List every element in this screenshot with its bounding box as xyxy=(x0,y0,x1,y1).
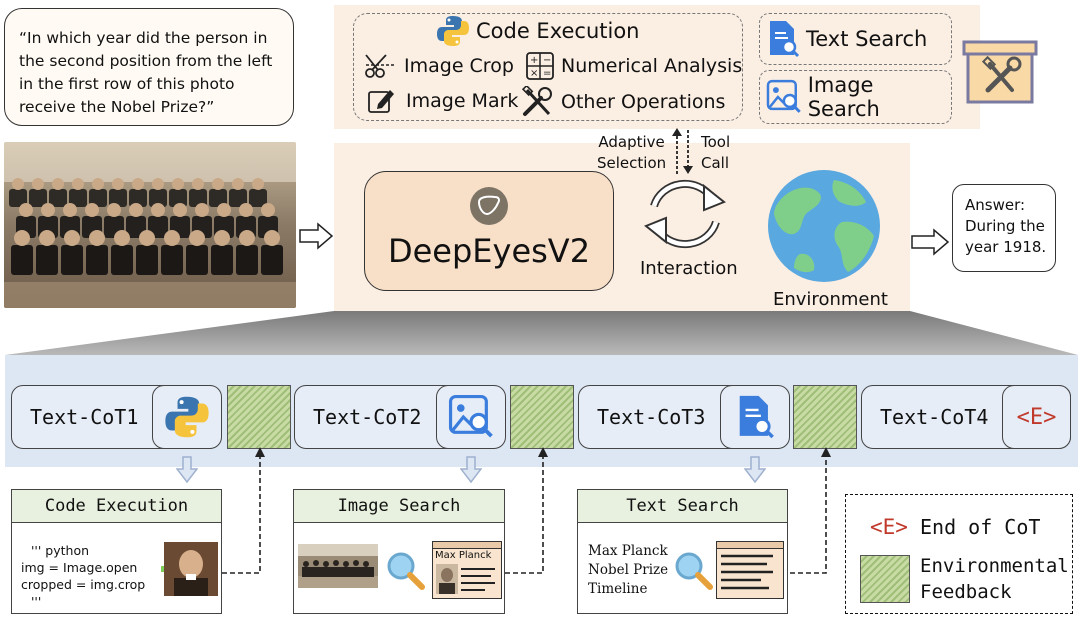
image-search-icon xyxy=(448,394,493,438)
tools-group xyxy=(353,13,743,121)
cot-end-token: <E> xyxy=(1002,385,1071,449)
legend: <E> End of CoT Environmental Feedback xyxy=(845,494,1073,614)
edit-icon xyxy=(368,90,394,113)
cot-step-2-tool xyxy=(436,385,506,449)
result-card-bar xyxy=(433,542,501,549)
toolbox-icon xyxy=(962,40,1038,104)
svg-text:=: = xyxy=(543,68,551,79)
model-name: DeepEyesV2 xyxy=(387,232,591,270)
code-snippet: ''' python img = Image.open cropped = im… xyxy=(21,542,145,610)
code-line-3: cropped = img.crop xyxy=(21,577,146,592)
legend-end-token: <E> xyxy=(870,515,908,539)
query-line-3: Timeline xyxy=(588,581,648,597)
query-line-2: Nobel Prize xyxy=(588,562,669,578)
code-line-2: img = Image.open xyxy=(21,560,138,575)
model-box: DeepEyesV2 xyxy=(364,171,614,291)
tool-code-execution: Code Execution xyxy=(436,14,640,48)
text-lines-icon xyxy=(461,568,495,591)
tool-numerical-analysis: + − × = Numerical Analysis xyxy=(525,51,742,81)
document-search-icon xyxy=(739,395,774,439)
detail-text-title: Text Search xyxy=(578,490,787,523)
cycle-icon xyxy=(644,179,726,249)
code-line-1: ''' python xyxy=(31,543,90,558)
portrait-thumbnail xyxy=(436,564,458,594)
cot-step-3-label: Text-CoT3 xyxy=(597,405,706,429)
text-result-card xyxy=(716,541,784,599)
arrow-to-answer xyxy=(911,228,950,256)
cot-step-2-label: Text-CoT2 xyxy=(313,405,422,429)
python-icon xyxy=(437,16,469,46)
tool-code-execution-label: Code Execution xyxy=(476,19,640,43)
end-token-label: <E> xyxy=(1016,404,1057,430)
svg-text:+: + xyxy=(530,55,538,66)
legend-feedback-label: Environmental Feedback xyxy=(920,555,1069,603)
detail-code-title: Code Execution xyxy=(12,490,221,523)
detail-image-title: Image Search xyxy=(294,490,504,523)
svg-text:−: − xyxy=(543,55,551,66)
tool-other-operations-label: Other Operations xyxy=(561,91,726,113)
magnifier-icon xyxy=(675,552,713,590)
python-icon xyxy=(165,396,209,438)
search-thumbnail xyxy=(298,544,378,588)
detail-image-search: Image Search Max Planck xyxy=(293,489,505,614)
environmental-feedback-2 xyxy=(510,385,574,449)
detail-text-search: Text Search Max Planck Nobel Prize Timel… xyxy=(577,489,788,614)
adaptive-selection-label: Adaptive Selection xyxy=(597,133,667,172)
cot-step-3-tool xyxy=(720,385,790,449)
cot-step-1-label: Text-CoT1 xyxy=(30,405,139,429)
question-text: “In which year did the person in the sec… xyxy=(19,29,273,116)
tool-text-search-label: Text Search xyxy=(806,27,928,51)
scissors-icon xyxy=(365,54,396,78)
tool-call-arrows xyxy=(672,128,693,174)
answer-bubble: Answer: During the year 1918. xyxy=(952,184,1056,272)
tools-icon xyxy=(521,86,552,116)
result-card: Max Planck xyxy=(432,541,502,599)
down-arrow-2 xyxy=(460,456,482,484)
down-arrow-3 xyxy=(744,456,766,484)
down-arrow-1 xyxy=(176,456,198,484)
result-card-label: Max Planck xyxy=(435,550,492,561)
tool-image-search-label: Image Search xyxy=(807,73,880,121)
feedback-arrows xyxy=(222,447,831,574)
environmental-feedback-3 xyxy=(793,385,857,449)
text-lines-icon xyxy=(721,554,773,590)
tool-other-operations: Other Operations xyxy=(521,86,725,118)
tool-image-mark: Image Mark xyxy=(366,86,518,116)
query-line-1: Max Planck xyxy=(588,543,668,559)
environment-label: Environment xyxy=(773,289,888,310)
tool-image-mark-label: Image Mark xyxy=(406,90,519,112)
tool-numerical-analysis-label: Numerical Analysis xyxy=(561,55,743,77)
document-search-icon xyxy=(770,21,800,58)
interaction-label: Interaction xyxy=(640,258,738,279)
liver-icon xyxy=(470,187,508,225)
arrow-to-model xyxy=(299,222,334,250)
cot-step-1-tool xyxy=(152,385,222,449)
magnifier-icon xyxy=(387,552,425,590)
text-result-card-bar xyxy=(717,542,783,549)
tool-call-label: Tool Call xyxy=(701,133,731,172)
calculator-icon: + − × = xyxy=(526,52,554,80)
environmental-feedback-1 xyxy=(227,385,291,449)
globe-icon xyxy=(768,170,880,282)
tool-image-crop-label: Image Crop xyxy=(404,55,514,77)
detail-code-execution: Code Execution ''' python img = Image.op… xyxy=(11,489,222,614)
cot-step-4-label: Text-CoT4 xyxy=(880,405,989,429)
code-line-4: ''' xyxy=(31,594,42,609)
svg-text:×: × xyxy=(530,68,538,79)
legend-hatch-swatch xyxy=(860,555,910,603)
zoom-funnel xyxy=(5,311,1078,355)
tool-text-search: Text Search xyxy=(759,13,952,65)
image-search-icon xyxy=(766,79,801,113)
question-bubble: “In which year did the person in the sec… xyxy=(4,8,294,126)
tool-image-search: Image Search xyxy=(759,70,952,124)
text-query: Max Planck Nobel Prize Timeline xyxy=(588,542,668,599)
cropped-portrait xyxy=(164,542,218,596)
legend-end-label: End of CoT xyxy=(920,515,1041,539)
tool-image-crop: Image Crop xyxy=(364,51,514,81)
group-photo xyxy=(4,142,296,308)
